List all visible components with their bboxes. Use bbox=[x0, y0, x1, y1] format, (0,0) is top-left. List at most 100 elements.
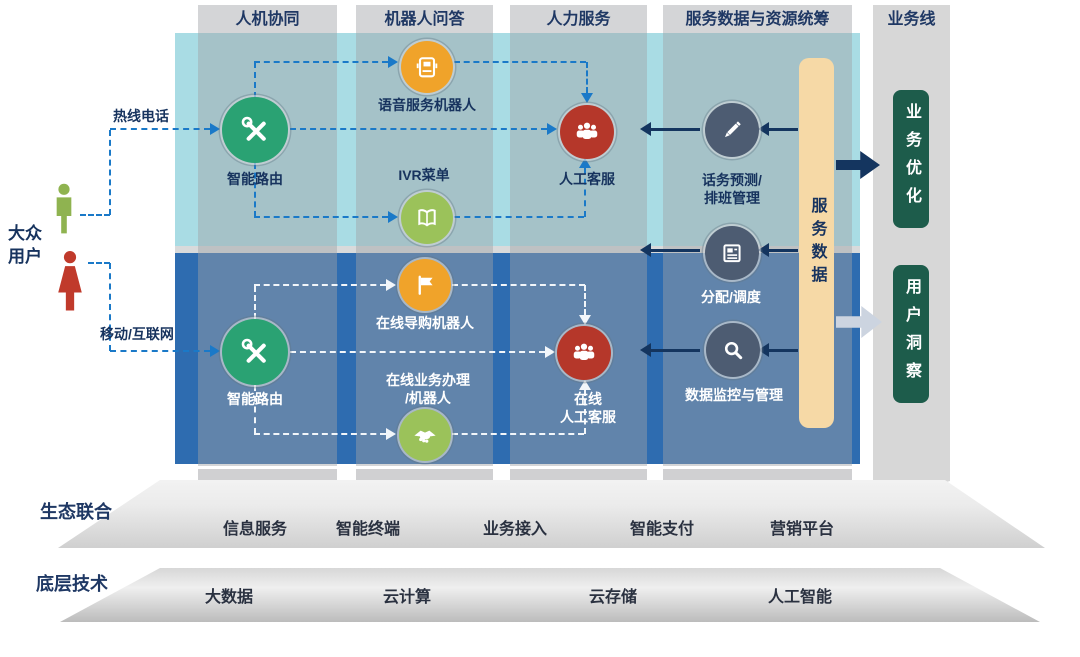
mass-users-label: 大众 用户 bbox=[8, 224, 42, 266]
connector-line bbox=[109, 130, 111, 215]
arrowhead bbox=[758, 122, 769, 136]
mobile-internet-label: 移动/互联网 bbox=[100, 326, 174, 342]
connector-line bbox=[88, 262, 110, 264]
arrowhead bbox=[388, 56, 398, 68]
connector-line bbox=[110, 350, 210, 352]
data-flow-line bbox=[769, 349, 798, 352]
voice-robot-node bbox=[401, 41, 453, 93]
band-divider bbox=[175, 246, 860, 253]
smart-routing-node bbox=[222, 97, 288, 163]
column-business-line bbox=[873, 5, 950, 492]
traffic-forecast-label: 话务预测/ 排班管理 bbox=[702, 172, 762, 206]
column-header: 人力服务 bbox=[546, 11, 611, 28]
dispatch-label: 分配/调度 bbox=[701, 289, 761, 305]
smart-routing-label: 智能路由 bbox=[227, 171, 283, 187]
column-human-machine bbox=[198, 5, 337, 466]
connector-line bbox=[254, 61, 388, 63]
document-icon bbox=[723, 244, 741, 263]
arrowhead bbox=[758, 243, 769, 257]
service-data-label: 服务数据 bbox=[808, 197, 826, 289]
business-optimize-label: 业务优化 bbox=[903, 103, 920, 215]
column-header: 服务数据与资源统筹 bbox=[685, 11, 830, 28]
tech-row-label: 底层技术 bbox=[36, 574, 108, 594]
connector-line bbox=[584, 390, 586, 434]
arrowhead bbox=[581, 93, 593, 103]
connector-line bbox=[454, 61, 586, 63]
human-agent-label: 人工客服 bbox=[559, 171, 615, 187]
voice-robot-label: 语音服务机器人 bbox=[378, 97, 476, 113]
arrowhead bbox=[640, 243, 651, 257]
online-agent-node bbox=[557, 326, 611, 380]
dispatch-node bbox=[705, 226, 759, 280]
eco-item: 业务接入 bbox=[482, 521, 547, 538]
connector-line bbox=[452, 433, 584, 435]
eco-item: 智能终端 bbox=[335, 521, 400, 538]
eco-item: 信息服务 bbox=[222, 521, 287, 538]
tech-item: 大数据 bbox=[204, 589, 253, 606]
connector-line bbox=[254, 385, 256, 434]
data-flow-line bbox=[769, 249, 798, 252]
connector-line bbox=[454, 216, 584, 218]
male-user-icon bbox=[48, 183, 80, 245]
service-data-bar: 服务数据 bbox=[799, 58, 834, 428]
eco-item: 智能支付 bbox=[629, 521, 694, 538]
tech-item: 云存储 bbox=[588, 589, 637, 606]
magnifier-icon bbox=[724, 341, 743, 360]
column-human-service bbox=[510, 5, 647, 466]
human-agent-node bbox=[560, 105, 614, 159]
connector-line bbox=[254, 286, 256, 319]
column-header: 业务线 bbox=[887, 11, 936, 28]
arrowhead bbox=[640, 343, 651, 357]
connector-line bbox=[254, 62, 256, 98]
data-monitor-node bbox=[706, 323, 760, 377]
pencil-icon bbox=[724, 121, 741, 138]
connector-line bbox=[584, 285, 586, 315]
data-flow-line bbox=[651, 349, 700, 352]
tech-platform-slab bbox=[60, 568, 1040, 622]
arrowhead bbox=[210, 123, 220, 135]
data-flow-line bbox=[651, 249, 700, 252]
business-optimize-box: 业务优化 bbox=[893, 90, 929, 228]
connector-line bbox=[80, 214, 110, 216]
connector-line bbox=[290, 351, 545, 353]
connector-line bbox=[254, 433, 386, 435]
online-business-node bbox=[399, 409, 451, 461]
eco-platform-slab bbox=[58, 480, 1045, 548]
book-icon bbox=[418, 209, 436, 227]
connector-line bbox=[254, 163, 256, 217]
female-user-icon bbox=[52, 250, 88, 328]
connector-line bbox=[586, 62, 588, 93]
people-icon bbox=[573, 343, 595, 360]
arrowhead bbox=[386, 279, 396, 291]
smart-routing-online-label: 智能路由 bbox=[227, 391, 283, 407]
connector-line bbox=[584, 168, 586, 217]
arrowhead bbox=[386, 428, 396, 440]
online-business-label: 在线业务办理 /机器人 bbox=[386, 372, 470, 406]
arrowhead bbox=[545, 346, 555, 358]
smart-routing-online-node bbox=[222, 319, 288, 385]
arrowhead bbox=[579, 380, 591, 390]
hotline-label: 热线电话 bbox=[113, 108, 169, 124]
tools-icon bbox=[241, 116, 266, 141]
arrowhead bbox=[547, 123, 557, 135]
eco-row-label: 生态联合 bbox=[40, 502, 112, 522]
traffic-forecast-node bbox=[705, 103, 759, 157]
tech-item: 云计算 bbox=[382, 589, 431, 606]
user-insight-label: 用户洞察 bbox=[903, 278, 920, 390]
tools-icon bbox=[241, 338, 266, 363]
tech-item: 人工智能 bbox=[767, 589, 832, 606]
online-agent-label: 在线 人工客服 bbox=[560, 391, 616, 425]
data-monitor-label: 数据监控与管理 bbox=[685, 387, 783, 403]
ivr-menu-node bbox=[401, 192, 453, 244]
user-insight-box: 用户洞察 bbox=[893, 265, 929, 403]
people-icon bbox=[576, 122, 598, 139]
flag-icon bbox=[418, 275, 433, 295]
arrowhead bbox=[579, 315, 591, 325]
arrowhead bbox=[640, 122, 651, 136]
column-header: 人机协同 bbox=[235, 11, 300, 28]
eco-item: 营销平台 bbox=[769, 521, 834, 538]
data-flow-line bbox=[769, 128, 798, 131]
connector-line bbox=[109, 263, 111, 351]
arrowhead bbox=[388, 211, 398, 223]
